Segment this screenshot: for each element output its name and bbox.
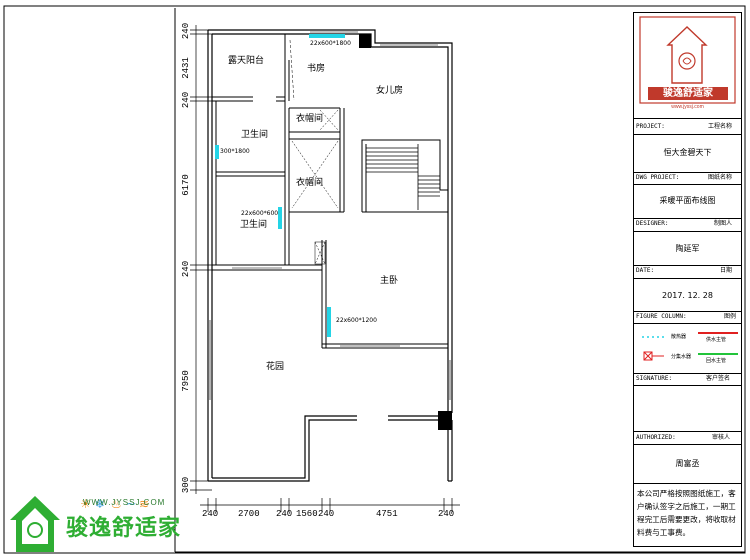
- figure-label: FIGURE COLUMN:: [636, 313, 687, 320]
- legend-supply-label: 供水主管: [706, 337, 727, 343]
- room-balcony: 露天阳台: [228, 56, 265, 66]
- authorized-cn: 审核人: [712, 434, 731, 441]
- closet-marks: [289, 39, 339, 265]
- column-se: [438, 411, 452, 430]
- dim-bottom-7: 240: [438, 509, 455, 519]
- dim-left-6: 7950: [180, 370, 191, 392]
- snowflake-icon: ❄: [95, 497, 105, 511]
- room-bath-2: 卫生间: [240, 220, 268, 230]
- dim-line-bottom: [200, 498, 460, 512]
- room-garden: 花园: [266, 362, 285, 372]
- brand-name: 骏逸舒适家: [66, 516, 182, 541]
- radiator-label-bath-2: 22x600*600: [241, 210, 279, 217]
- sun-icon: ☀: [80, 497, 91, 511]
- brand-logo: ☀ ❄ ♨ ~ ≋: [10, 496, 149, 552]
- radiator-bath-1: [215, 145, 219, 159]
- sheet-border: [3, 5, 746, 554]
- brand-url: WWW.JYSSJ.COM: [83, 498, 166, 507]
- dim-bottom-4: 1560: [296, 509, 318, 519]
- radiator-bath-2: [278, 207, 282, 229]
- stair-treads: [366, 144, 440, 210]
- radiator-master: [327, 307, 331, 337]
- radiator-label-study: 22x600*1800: [310, 40, 351, 47]
- dim-left-5: 240: [181, 260, 192, 278]
- interior-walls: [212, 34, 448, 349]
- room-study: 书房: [307, 64, 326, 74]
- window-lines: [209, 31, 451, 400]
- legend-return-label: 回水主管: [706, 358, 727, 364]
- project-label: PROJECT:: [636, 123, 665, 130]
- authorized-value: 周富丞: [675, 459, 700, 468]
- dim-line-left: [190, 25, 212, 494]
- dim-left-3: 240: [181, 91, 192, 109]
- dim-bottom-2: 2700: [238, 509, 260, 519]
- house-icon: [666, 26, 708, 84]
- dim-left-4: 6170: [180, 174, 191, 196]
- dim-bottom-6: 4751: [376, 509, 398, 519]
- radiator-label-bath-1: 300*1800: [220, 148, 250, 155]
- authorized-label: AUTHORIZED:: [636, 434, 676, 441]
- logo-url: www.jyssj.com: [671, 104, 704, 110]
- room-bath-1: 卫生间: [241, 130, 269, 140]
- signature-label: SIGNATURE:: [636, 375, 673, 382]
- dim-left-2: 2431: [180, 57, 191, 79]
- project-cn: 工程名称: [708, 123, 733, 130]
- wind-icon: ~: [126, 497, 136, 511]
- logo-name: 骏逸舒适家: [663, 88, 713, 99]
- wifi-icon: ≋: [139, 497, 149, 511]
- dim-bottom-5: 240: [318, 509, 335, 519]
- legend-radiator-label: 散热器: [671, 334, 687, 340]
- dwg-label: DWG PROJECT:: [636, 174, 680, 181]
- room-closet-2: 衣帽间: [296, 178, 324, 188]
- designer-cn: 制图人: [714, 220, 733, 227]
- figure-cn: 图例: [724, 313, 737, 320]
- dim-left-7: 300: [181, 476, 192, 494]
- designer-value: 陶延军: [675, 244, 700, 253]
- company-logo: [639, 16, 736, 104]
- outer-walls: [207, 29, 453, 482]
- date-label: DATE:: [636, 267, 655, 274]
- date-value: 2017. 12. 28: [662, 291, 713, 300]
- drop-icon: ♨: [111, 497, 122, 511]
- dim-left-1: 240: [181, 22, 192, 40]
- radiators: [215, 34, 345, 337]
- radiator-study: [309, 34, 345, 38]
- title-block: 骏逸舒适家 www.jyssj.com PROJECT: 工程名称 恒大金碧天下…: [633, 12, 742, 547]
- row-divider: [634, 118, 741, 119]
- signature-cn: 客户签名: [706, 375, 731, 382]
- project-value: 恒大金碧天下: [663, 148, 712, 157]
- dim-bottom-1: 240: [202, 509, 219, 519]
- disclaimer-note: 本公司严格按照图纸施工，客户确认签字之后施工，一期工程完工后需要更改，将收取材料…: [637, 489, 736, 537]
- radiator-label-master: 22x600*1200: [336, 317, 377, 324]
- room-daughter: 女儿房: [376, 86, 404, 96]
- column-ne: [359, 34, 371, 48]
- legend: [642, 332, 738, 361]
- room-master: 主卧: [380, 276, 399, 286]
- room-closet-1: 衣帽间: [296, 114, 324, 124]
- dwg-value: 采暖平面布线图: [659, 196, 716, 205]
- designer-label: DESIGNER:: [636, 220, 669, 227]
- legend-valve-label: 分集水器: [671, 354, 692, 360]
- dim-bottom-3: 240: [276, 509, 293, 519]
- dwg-cn: 图纸名称: [708, 174, 733, 181]
- date-cn: 日期: [720, 267, 733, 274]
